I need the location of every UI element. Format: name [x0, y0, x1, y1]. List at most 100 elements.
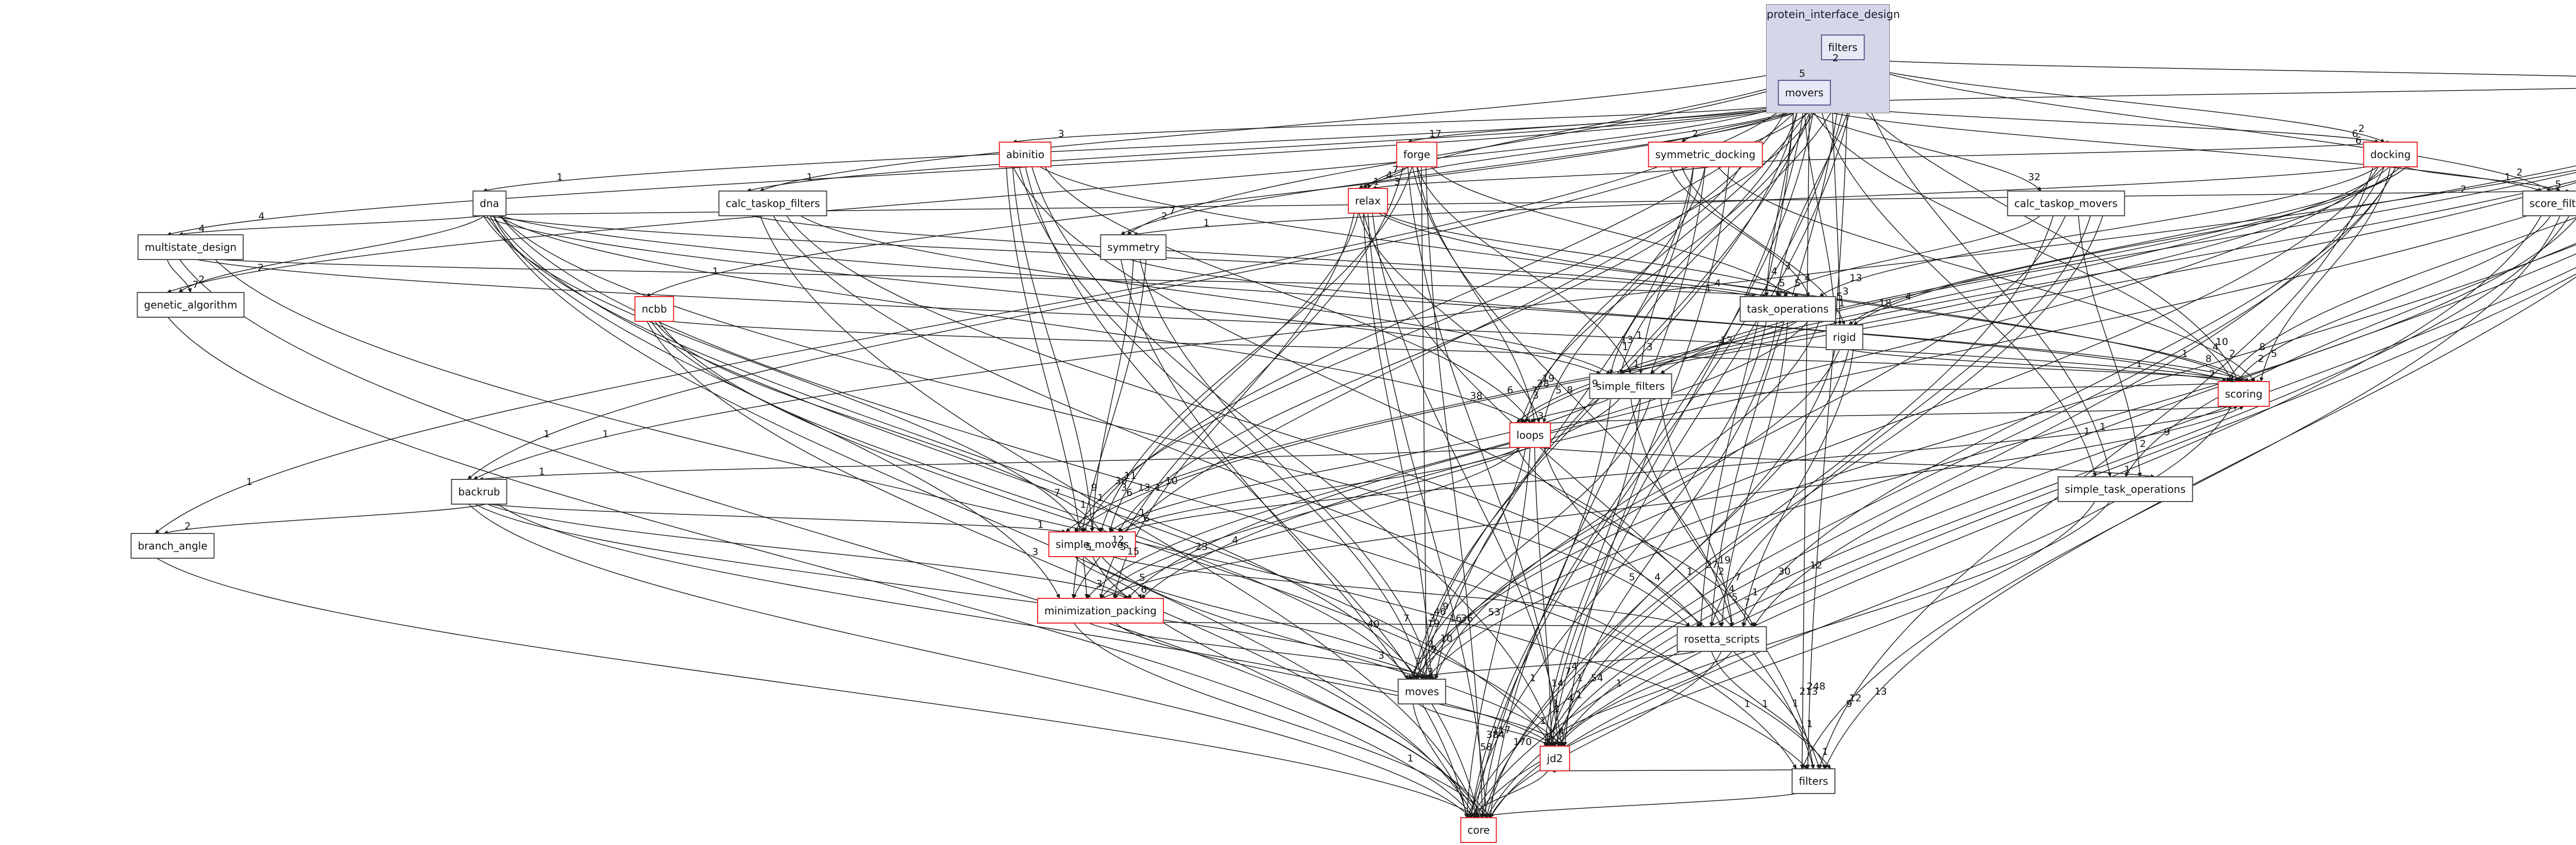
node-core[interactable]: core: [1460, 817, 1497, 843]
edge-filters_bottom-to-jd2: [1551, 768, 1808, 773]
edge-hotspot_hashing-to-rigid: [1853, 165, 2576, 325]
edge-hotspot_hashing-to-scoring: [2226, 217, 2576, 382]
edge-rosetta_scripts-to-jd2: [1545, 650, 1733, 747]
node-docking[interactable]: docking: [2363, 142, 2418, 167]
edge-symmetric_docking-to-docking: [1682, 140, 2391, 166]
node-forge[interactable]: forge: [1396, 142, 1438, 167]
node-calc_taskop_filters[interactable]: calc_taskop_filters: [718, 191, 827, 216]
edge-calc_taskop_filters-to-task_operations: [747, 214, 1767, 298]
node-task_operations[interactable]: task_operations: [1739, 296, 1836, 322]
edge-calc_taskop_filters-to-simple_filters: [799, 214, 1612, 374]
edge-symmetry-to-core: [1120, 258, 1468, 818]
edge-forge-to-moves: [1421, 165, 1429, 680]
edge-hotspot_hashing-to-simple_moves: [1074, 182, 2576, 532]
edge-loops-to-core: [1465, 446, 1531, 818]
edge-task_operations-to-minimization_packing: [1086, 320, 1809, 599]
edge-docking-to-rigid: [1849, 165, 2408, 325]
edge-hotspot_hashing-to-loops: [1520, 180, 2576, 423]
node-scoring[interactable]: scoring: [2217, 381, 2270, 407]
edge-forge-to-simple_filters: [1416, 165, 1632, 374]
edge-pid_movers-to-dna: [482, 104, 1794, 193]
edge-calc_taskop_movers-to-task_operations: [1776, 214, 2042, 297]
edge-simple_filters-to-simple_moves: [1109, 397, 1601, 532]
edge-dna-to-simple_moves: [482, 214, 1084, 532]
edge-hotspot_hashing-to-simple_task_operations: [2125, 243, 2576, 477]
node-abinitio[interactable]: abinitio: [998, 142, 1052, 167]
node-genetic_algorithm[interactable]: genetic_algorithm: [137, 292, 245, 318]
node-score_filters[interactable]: score_filters: [2522, 191, 2576, 216]
node-branch_angle[interactable]: branch_angle: [130, 533, 215, 559]
edge-symmetric_docking-to-relax: [1371, 165, 1718, 190]
edge-dna-to-simple_filters: [479, 214, 1601, 374]
edge-symmetric_docking-to-core: [1488, 165, 1706, 818]
node-pid_filters[interactable]: filters: [1821, 35, 1865, 60]
node-ncbb[interactable]: ncbb: [634, 296, 674, 322]
node-calc_taskop_movers[interactable]: calc_taskop_movers: [2007, 191, 2125, 216]
node-relax[interactable]: relax: [1348, 188, 1388, 214]
edge-simple_filters-to-jd2: [1543, 397, 1641, 747]
edge-backrub-to-simple_moves: [479, 503, 1066, 533]
edge-docking-to-scoring: [2259, 165, 2391, 382]
node-simple_filters[interactable]: simple_filters: [1589, 373, 1672, 399]
edge-loops-to-scoring: [1539, 404, 2233, 424]
edge-rigid-to-moves: [1417, 348, 1840, 680]
edge-loops-to-minimization_packing: [1113, 446, 1522, 599]
edge-minimization_packing-to-core: [1073, 622, 1487, 818]
edge-minimization_packing-to-rosetta_scripts: [1127, 622, 1701, 629]
edge-score_filters-to-scoring: [2238, 214, 2552, 382]
edge-symmetry-to-scoring: [1127, 258, 2250, 383]
edge-abinitio-to-scoring: [1038, 165, 2244, 382]
node-symmetry[interactable]: symmetry: [1100, 234, 1167, 260]
edge-task_operations-to-rosetta_scripts: [1720, 320, 1788, 627]
edge-jd2-to-core: [1470, 769, 1549, 818]
edge-docking-to-score_filters: [2401, 165, 2561, 192]
node-moves[interactable]: moves: [1397, 679, 1447, 704]
node-minimization_packing[interactable]: minimization_packing: [1037, 598, 1164, 624]
edge-pid_movers-to-hotspot_hashing: [1789, 88, 2576, 105]
node-pid_movers[interactable]: movers: [1777, 80, 1831, 106]
node-simple_moves[interactable]: simple_moves: [1048, 531, 1137, 557]
node-rosetta_scripts[interactable]: rosetta_scripts: [1676, 626, 1767, 652]
edge-backrub-to-jd2: [496, 503, 1555, 747]
edge-pid_filters-to-docking: [1837, 58, 2385, 143]
edge-docking-to-minimization_packing: [1127, 165, 2385, 599]
node-symmetric_docking[interactable]: symmetric_docking: [1648, 142, 1763, 167]
node-jd2[interactable]: jd2: [1539, 746, 1570, 771]
edge-pid_filters-to-simple_moves: [1083, 58, 1838, 532]
edge-minimization_packing-to-moves: [1087, 622, 1436, 680]
node-rigid[interactable]: rigid: [1825, 324, 1863, 350]
edge-ncbb-to-moves: [650, 320, 1409, 680]
node-multistate_design[interactable]: multistate_design: [137, 234, 244, 260]
edge-pid_movers-to-simple_task_operations: [1819, 104, 2097, 477]
edge-forge-to-rosetta_scripts: [1412, 165, 1734, 627]
edge-ncbb-to-scoring: [662, 320, 2256, 384]
node-loops[interactable]: loops: [1509, 422, 1551, 448]
edge-loops-to-filters_bottom: [1543, 446, 1820, 769]
edge-multistate_design-to-genetic_algorithm: [166, 258, 192, 293]
edge-multistate_design-to-scoring: [190, 258, 2244, 383]
edge-pid_movers-to-multistate_design: [166, 104, 1805, 236]
edge-docking-to-rosetta_scripts: [1742, 165, 2397, 627]
edge-pid_movers-to-simple_moves: [1074, 104, 1820, 532]
edge-simple_task_operations-to-core: [1474, 500, 2096, 818]
edge-calc_taskop_movers-to-jd2: [1554, 214, 2104, 747]
edge-hotspot_hashing-to-minimization_packing: [1141, 200, 2576, 599]
edge-rigid-to-jd2: [1547, 348, 1850, 747]
edge-backrub-to-core: [467, 503, 1471, 818]
edge-pid_filters-to-score_filters: [1848, 58, 2552, 192]
edge-relax-to-task_operations: [1381, 212, 1799, 297]
edge-docking-to-simple_moves: [1065, 165, 2402, 532]
node-backrub[interactable]: backrub: [451, 479, 507, 505]
edge-docking-to-filters_bottom: [1818, 165, 2374, 769]
edge-pid_filters-to-rosetta_scripts: [1709, 58, 1843, 627]
edge-genetic_algorithm-to-core: [166, 316, 1476, 818]
edge-symmetry-to-moves: [1139, 258, 1432, 680]
node-filters_bottom[interactable]: filters: [1791, 768, 1836, 794]
node-simple_task_operations[interactable]: simple_task_operations: [2057, 476, 2193, 502]
edge-calc_taskop_filters-to-core: [759, 214, 1479, 818]
node-dna[interactable]: dna: [472, 191, 506, 216]
edge-minimization_packing-to-jd2: [1113, 622, 1566, 747]
edge-loops-to-moves: [1420, 446, 1526, 680]
edge-simple_moves-to-minimization_packing: [1074, 555, 1142, 599]
edge-simple_filters-to-scoring: [1620, 380, 2262, 398]
